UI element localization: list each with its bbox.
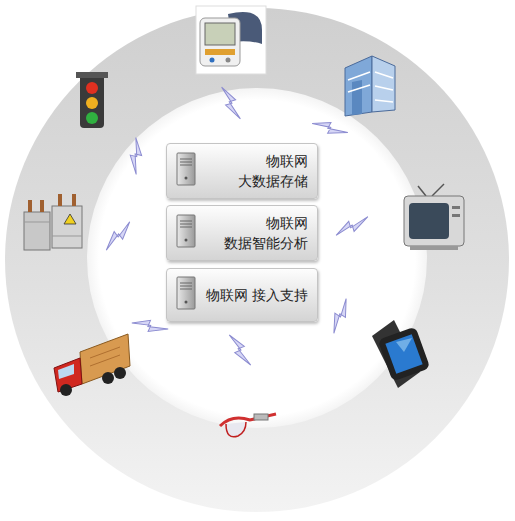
wireless-bolt xyxy=(118,138,154,175)
office-building xyxy=(345,56,395,116)
inner-circle xyxy=(87,88,427,428)
wireless-bolt xyxy=(217,87,245,119)
wireless-bolt xyxy=(227,335,253,365)
server-box: 物联网 接入支持 xyxy=(166,268,318,322)
server-icon xyxy=(176,276,196,314)
delivery-truck xyxy=(54,334,130,396)
wireless-bolt xyxy=(312,110,348,147)
outer-ring xyxy=(5,8,509,512)
box-label: 物联网 大数据存储 xyxy=(198,151,308,191)
box-label: 物联网 接入支持 xyxy=(198,285,308,305)
server-box: 物联网 大数据存储 xyxy=(166,143,318,199)
television xyxy=(404,184,464,250)
box-label: 物联网 数据智能分析 xyxy=(198,213,308,253)
server-icon xyxy=(176,214,196,252)
traffic-light xyxy=(76,72,108,128)
server-icon xyxy=(176,152,196,190)
wireless-bolt xyxy=(132,308,168,345)
power-transformer xyxy=(24,194,82,250)
blood-pressure-monitor xyxy=(196,6,266,74)
smart-glasses xyxy=(220,414,276,437)
wireless-bolt xyxy=(322,299,358,334)
server-box: 物联网 数据智能分析 xyxy=(166,205,318,261)
wireless-bolt xyxy=(336,212,368,240)
wireless-bolt xyxy=(102,222,134,250)
smart-watch xyxy=(372,320,430,388)
